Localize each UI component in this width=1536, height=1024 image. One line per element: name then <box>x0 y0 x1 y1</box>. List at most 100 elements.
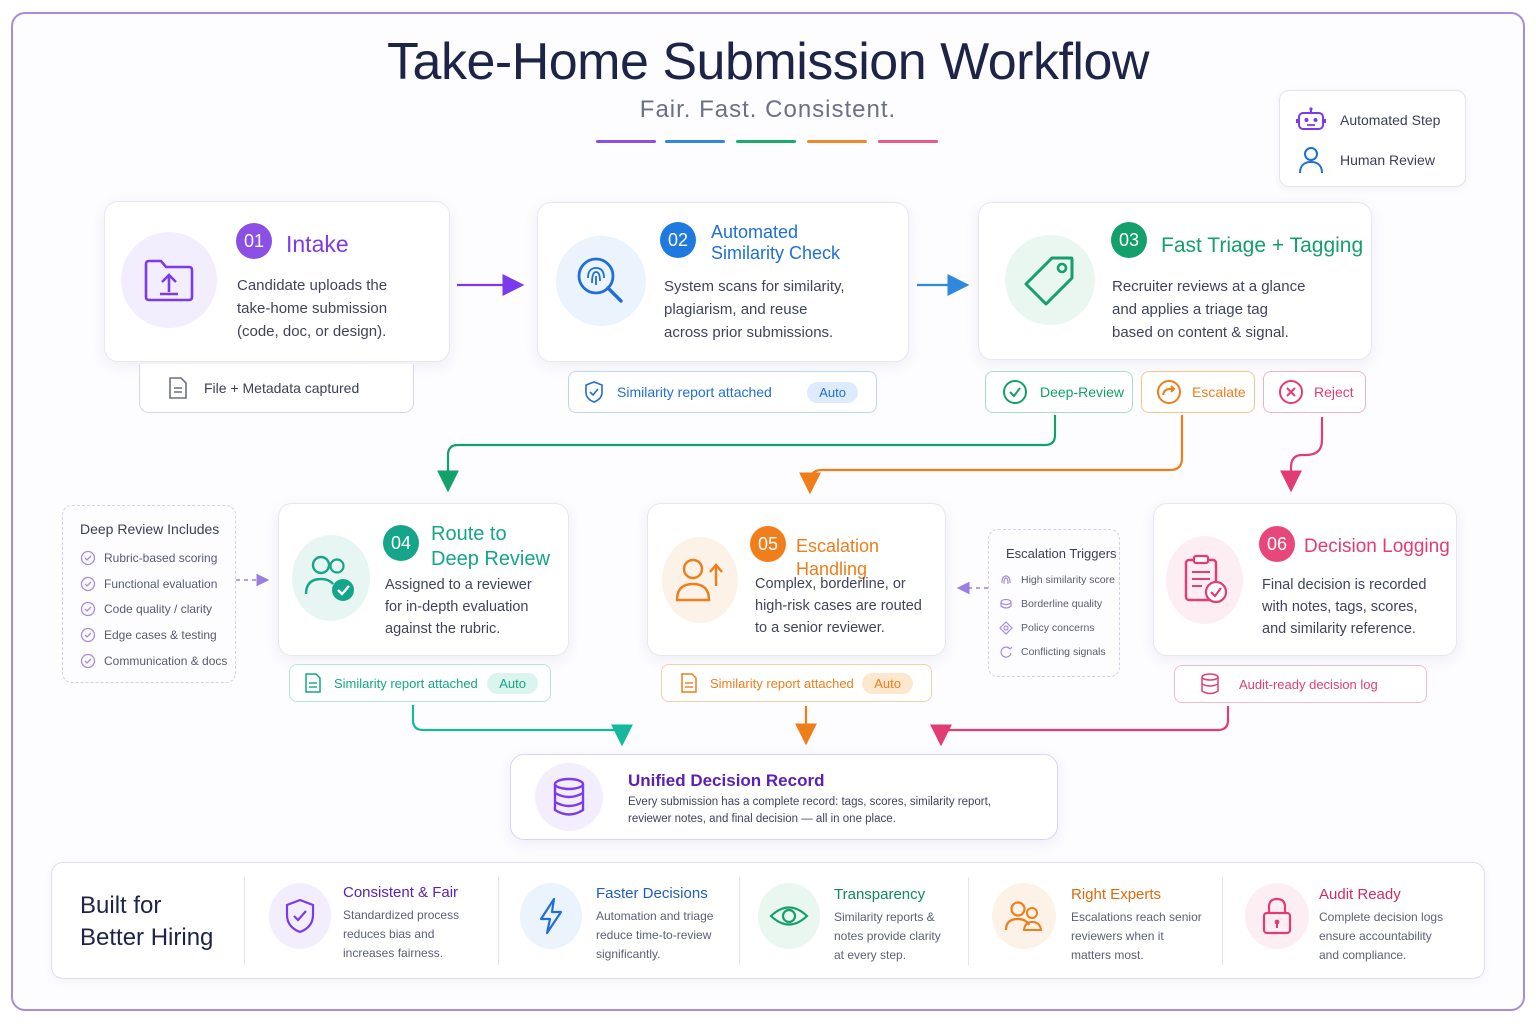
users-icon <box>1004 901 1043 931</box>
database-icon <box>553 777 585 816</box>
trigger-item: Conflicting signals <box>999 645 1106 659</box>
legend-human-label: Human Review <box>1340 152 1435 168</box>
step-number-badge: 02 <box>660 222 696 258</box>
auto-badge: Auto <box>807 381 858 403</box>
document-icon <box>305 673 321 693</box>
step-escalation-card[interactable]: 05 Escalation Handling Complex, borderli… <box>647 503 946 656</box>
policy-icon <box>999 621 1013 635</box>
x-circle-icon <box>1279 380 1303 404</box>
trigger-item: High similarity score <box>999 573 1115 587</box>
include-item: Code quality / clarity <box>80 601 212 617</box>
users-check-icon <box>304 555 354 601</box>
step-number-badge: 06 <box>1259 526 1295 562</box>
deep-review-output-pill: Similarity report attached Auto <box>289 664 551 702</box>
tag-escalate-button[interactable]: Escalate <box>1141 371 1255 413</box>
benefit-title: Consistent & Fair <box>343 884 459 901</box>
accent-rule-pink <box>878 140 938 143</box>
side-box-title: Deep Review Includes <box>80 521 220 537</box>
database-icon-circle <box>535 763 603 831</box>
trigger-item: Policy concerns <box>999 621 1095 635</box>
accent-rule-blue <box>665 140 725 143</box>
decision-icon-circle <box>1166 536 1243 624</box>
person-icon <box>1299 147 1323 174</box>
side-box-title: Escalation Triggers <box>1006 546 1117 561</box>
include-item: Functional evaluation <box>80 576 217 592</box>
legend-human: Human Review <box>1296 146 1435 174</box>
lightning-icon <box>539 897 563 935</box>
step-title: Fast Triage + Tagging <box>1161 234 1364 257</box>
fingerprint-search-icon <box>577 257 623 303</box>
legend-automated-label: Automated Step <box>1340 112 1441 128</box>
include-item: Edge cases & testing <box>80 627 217 643</box>
document-icon <box>681 673 697 693</box>
scale-icon <box>1000 598 1012 609</box>
pill-label: Similarity report attached <box>617 384 772 400</box>
benefit-icon-circle <box>758 883 820 949</box>
divider <box>739 877 740 965</box>
step-number-badge: 05 <box>750 526 786 562</box>
check-circle-icon <box>80 550 96 566</box>
escalate-arrow-icon <box>1157 380 1181 404</box>
shield-check-icon <box>285 898 315 934</box>
similarity-output-pill: Similarity report attached Auto <box>568 371 877 413</box>
decision-output-pill: Audit-ready decision log <box>1174 665 1427 703</box>
refresh-icon <box>1000 646 1013 658</box>
benefit-icon-circle <box>1245 883 1309 949</box>
step-number-badge: 04 <box>383 525 419 561</box>
pill-label: Audit-ready decision log <box>1239 676 1378 692</box>
tag-label: Deep-Review <box>1040 384 1125 400</box>
shield-check-icon <box>585 381 603 403</box>
legend: Automated Step Human Review <box>1279 90 1466 187</box>
tag-reject-button[interactable]: Reject <box>1263 371 1366 413</box>
step-number-badge: 01 <box>236 223 272 259</box>
check-circle-icon <box>80 653 96 669</box>
trigger-item: Borderline quality <box>999 597 1102 611</box>
benefit-title: Audit Ready <box>1319 886 1401 903</box>
unified-description: Every submission has a complete record: … <box>628 796 992 825</box>
person-up-arrow-icon <box>675 558 723 602</box>
page-title: Take-Home Submission Workflow <box>387 33 1149 91</box>
page-subtitle: Fair. Fast. Consistent. <box>639 96 897 123</box>
include-item: Rubric-based scoring <box>80 550 217 566</box>
deep-review-includes-box: Deep Review Includes Rubric-based scorin… <box>62 505 236 683</box>
step-number-badge: 03 <box>1111 222 1147 258</box>
check-circle-icon <box>80 576 96 592</box>
search-icon-circle <box>556 236 646 326</box>
fingerprint-icon <box>1001 575 1011 585</box>
step-triage-card[interactable]: 03 Fast Triage + Tagging Recruiter revie… <box>978 202 1372 360</box>
benefit-text: Similarity reports &notes provide clarit… <box>834 910 941 962</box>
accent-rule-orange <box>807 140 867 143</box>
check-circle-icon <box>80 627 96 643</box>
benefit-title: Transparency <box>834 886 926 903</box>
robot-icon <box>1296 107 1326 130</box>
step-title: Escalation Handling <box>796 536 880 579</box>
unified-decision-record[interactable]: Unified Decision Record Every submission… <box>510 754 1058 840</box>
pill-label: File + Metadata captured <box>204 380 360 396</box>
include-item: Communication & docs <box>80 653 227 669</box>
benefit-transparency: Transparency Similarity reports &notes p… <box>758 863 968 980</box>
escalation-triggers-box: Escalation Triggers High similarity scor… <box>988 529 1120 677</box>
benefit-title: Faster Decisions <box>596 885 708 902</box>
benefit-icon-circle <box>520 883 582 949</box>
escalation-icon-circle <box>662 537 738 623</box>
clipboard-check-icon <box>1184 554 1227 604</box>
step-decision-card[interactable]: 06 Decision Logging Final decision is re… <box>1153 503 1457 656</box>
tag-label: Escalate <box>1192 384 1246 400</box>
tag-deep-review-button[interactable]: Deep-Review <box>985 371 1133 413</box>
check-circle-icon <box>1003 380 1027 404</box>
reviewer-icon-circle <box>292 535 370 621</box>
legend-automated: Automated Step <box>1296 107 1440 133</box>
